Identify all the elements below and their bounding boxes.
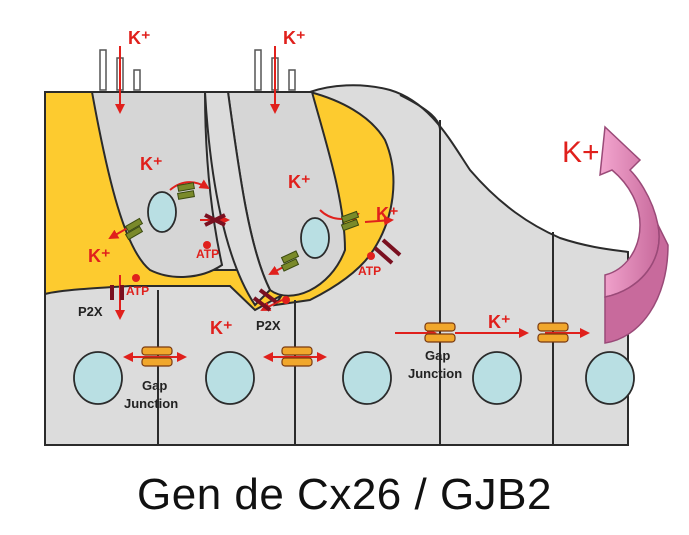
k-label-hair-cell-1: K⁺ xyxy=(140,154,163,174)
k-label-left-mid: K⁺ xyxy=(88,246,111,266)
channel-icon xyxy=(124,182,360,272)
atp-label: ATP xyxy=(358,264,381,278)
p2x-label: P2X xyxy=(78,304,103,319)
gap-junction-icon xyxy=(141,322,569,367)
atp-dot xyxy=(203,241,211,249)
gap-label-line1: Gap xyxy=(425,348,450,363)
k-label-hair-cell-2: K⁺ xyxy=(288,172,311,192)
nucleus xyxy=(205,351,255,405)
receptor-icon xyxy=(110,213,402,312)
k-label-lower-center: K⁺ xyxy=(210,318,233,338)
p2x-label: P2X xyxy=(256,318,281,333)
nuclei xyxy=(73,191,635,405)
nucleus xyxy=(73,351,123,405)
gap-label-line1: Gap xyxy=(142,378,167,393)
atp-dot xyxy=(132,274,140,282)
gap-label-line2: Junction xyxy=(408,366,462,381)
atp-label: ATP xyxy=(196,247,219,261)
curved-arrow-body xyxy=(604,224,669,344)
atp-label: ATP xyxy=(126,284,149,298)
k-label-top-left: K⁺ xyxy=(128,28,151,48)
atp-dot xyxy=(367,252,375,260)
hair-cell-1 xyxy=(90,91,224,278)
k-label-top-right: K⁺ xyxy=(283,28,306,48)
nucleus xyxy=(147,191,177,233)
k-label-lower-right: K⁺ xyxy=(488,312,511,332)
nucleus xyxy=(585,351,635,405)
nucleus xyxy=(472,351,522,405)
k-label-large: K+ xyxy=(562,136,600,169)
pillar-cell xyxy=(203,91,272,307)
tissue-body xyxy=(44,84,629,446)
nucleus xyxy=(342,351,392,405)
labels: K⁺ K⁺ K⁺ K⁺ K⁺ K⁺ K⁺ K⁺ K+ ATP ATP ATP P… xyxy=(78,28,600,411)
gap-label-line2: Junction xyxy=(124,396,178,411)
caption-title: Gen de Cx26 / GJB2 xyxy=(137,470,552,519)
k-label-right-mid: K⁺ xyxy=(376,204,399,224)
atp-dot xyxy=(282,296,290,304)
nucleus xyxy=(300,217,330,259)
atp-dots xyxy=(132,241,375,304)
